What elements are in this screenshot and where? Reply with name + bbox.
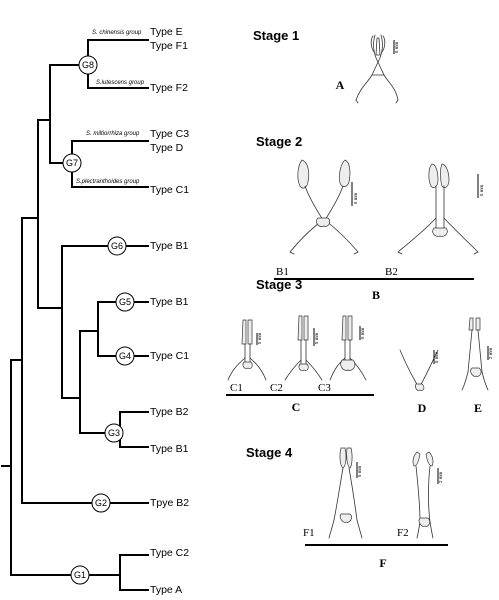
tip-label: Type B1 [150,240,189,252]
svg-text:5 mm: 5 mm [479,184,484,196]
sub-label-c3: C3 [318,382,331,394]
tip-label: Type E [150,26,183,38]
node-g6: G6 [107,236,127,256]
stamen-drawing-d [399,349,439,391]
stamen-drawing-b1 [289,159,359,255]
stamen-drawing-c2 [284,315,323,381]
svg-text:5 mm: 5 mm [257,332,262,344]
svg-text:5 mm: 5 mm [353,192,358,204]
tip-label: Type D [150,142,184,154]
node-g8: G8 [78,55,98,75]
svg-text:5 mm: 5 mm [314,332,319,344]
tree-branches [1,39,149,591]
tip-label: Type C2 [150,547,189,559]
stage-1-panel: Stage 1 5 mm A [253,28,399,104]
tip-label: Tpye B2 [150,497,189,509]
svg-text:G5: G5 [119,297,131,307]
sub-label-f2: F2 [397,527,409,539]
stage-3-panel: Stage 3 5 mm 5 mm [226,277,493,415]
figure-letter-a: A [336,78,345,92]
sub-label-b2: B2 [385,266,398,278]
svg-text:G1: G1 [74,570,86,580]
svg-text:5 mm: 5 mm [394,41,399,53]
svg-text:5 mm: 5 mm [357,465,362,477]
node-g2: G2 [91,493,111,513]
tree-nodes: G8 G7 G6 G5 G4 G3 G2 G1 [62,55,135,585]
stage-title: Stage 1 [253,28,299,43]
sub-label-b1: B1 [276,266,289,278]
node-g1: G1 [70,565,90,585]
stage-title: Stage 4 [246,445,293,460]
figure-letter-b: B [372,288,380,302]
group-label-plectranthoides: S.plectranthoides group [76,179,140,185]
node-g4: G4 [115,346,135,366]
svg-text:G4: G4 [119,351,131,361]
figure-letter-e: E [474,401,482,415]
node-g7: G7 [62,153,82,173]
svg-text:2 mm: 2 mm [438,471,443,483]
tip-label: Type C3 [150,128,189,140]
figure-letter-f: F [379,556,386,570]
stamen-drawing-e [461,317,489,391]
tip-labels: Type E Type F1 Type F2 Type C3 Type D Ty… [150,26,189,596]
tip-label: Type B1 [150,296,189,308]
stamen-drawing-c1 [227,319,267,381]
figure-letter-c: C [292,400,301,414]
figure-letter-d: D [418,401,427,415]
svg-text:G8: G8 [82,60,94,70]
svg-text:2 mm: 2 mm [488,347,493,359]
stamen-drawing-c3 [329,315,367,381]
sub-label-c2: C2 [270,382,283,394]
tip-label: Type F2 [150,82,188,94]
sub-label-c1: C1 [230,382,243,394]
svg-text:G2: G2 [95,498,107,508]
svg-text:5 mm: 5 mm [360,327,365,339]
tip-label: Type F1 [150,40,188,52]
sub-label-f1: F1 [303,527,315,539]
group-label-lutescens: S.lutescens group [96,80,145,86]
svg-text:G7: G7 [66,158,78,168]
group-labels: S. chinensis group S.lutescens group S. … [76,30,145,185]
node-g5: G5 [115,292,135,312]
node-g3: G3 [104,423,124,443]
tip-label: Type C1 [150,350,189,362]
group-label-chinensis: S. chinensis group [92,30,142,36]
stamen-drawing-b2 [397,163,479,255]
stamen-drawing-a [355,34,399,104]
tip-label: Type C1 [150,184,189,196]
svg-text:G3: G3 [108,428,120,438]
stage-title: Stage 3 [256,277,302,292]
tip-label: Type B1 [150,443,189,455]
tip-label: Type A [150,584,182,596]
stage-2-panel: Stage 2 5 mm 5 mm B1 B2 B [256,134,484,302]
svg-text:G6: G6 [111,241,123,251]
svg-text:5 mm: 5 mm [434,351,439,363]
group-label-miltiorrhiza: S. miltiorrhiza group [86,131,140,137]
stamen-drawing-f1 [328,447,363,539]
stamen-drawing-f2 [412,451,434,539]
stage-4-panel: Stage 4 5 mm 2 mm F1 F2 F [246,445,448,570]
tip-label: Type B2 [150,406,189,418]
stage-title: Stage 2 [256,134,302,149]
